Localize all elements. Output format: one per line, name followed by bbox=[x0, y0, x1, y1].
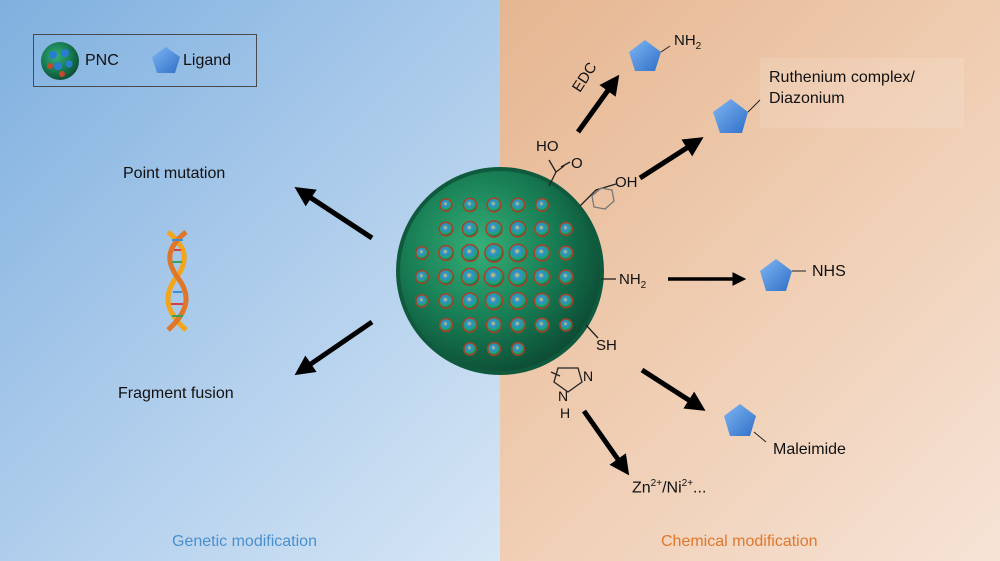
capsomer bbox=[533, 268, 551, 286]
capsomer bbox=[439, 198, 453, 212]
amine-group-label: NH2 bbox=[619, 271, 647, 291]
pentagon-ligand-icon bbox=[724, 404, 756, 436]
capsomer bbox=[533, 292, 551, 310]
capsomer bbox=[534, 317, 550, 333]
legend-pnc-icon bbox=[41, 42, 79, 80]
capsomer bbox=[485, 220, 503, 238]
capsomer bbox=[414, 269, 430, 285]
legend: PNC Ligand bbox=[33, 34, 257, 87]
capsomer bbox=[460, 267, 480, 287]
capsomer bbox=[486, 341, 502, 357]
thiol-sh-label: SH bbox=[596, 337, 617, 354]
arrow-maleimide bbox=[640, 367, 706, 411]
pentagon-ligand-icon bbox=[760, 259, 792, 291]
capsomer bbox=[437, 268, 455, 286]
ruthenium-highlight-box bbox=[760, 58, 964, 128]
carboxyl-o-label: O bbox=[571, 155, 583, 172]
legend-pnc-label: PNC bbox=[85, 52, 119, 69]
capsomer bbox=[461, 220, 479, 238]
genetic-modification-caption: Genetic modification bbox=[172, 533, 317, 550]
capsomer bbox=[461, 292, 479, 310]
capsomer bbox=[511, 342, 525, 356]
capsomer bbox=[462, 197, 478, 213]
capsomer bbox=[463, 342, 477, 356]
capsomer bbox=[486, 197, 502, 213]
nhs-label: NHS bbox=[812, 263, 846, 280]
capsomer bbox=[484, 243, 504, 263]
capsomer bbox=[462, 317, 478, 333]
imidazole-nh-n-label: N bbox=[558, 388, 569, 404]
capsomer bbox=[484, 291, 504, 311]
imidazole-h-label: H bbox=[560, 405, 571, 421]
hydroxyl-oh-label: OH bbox=[615, 174, 638, 191]
capsomer bbox=[558, 245, 574, 261]
capsomer bbox=[483, 266, 505, 288]
capsomer bbox=[509, 220, 527, 238]
capsomer bbox=[460, 243, 480, 263]
arrow-fragment-fusion bbox=[294, 319, 374, 376]
capsomer bbox=[534, 197, 550, 213]
capsomer bbox=[485, 316, 503, 334]
capsomer bbox=[438, 293, 454, 309]
capsomer bbox=[508, 267, 528, 287]
legend-ligand-icon bbox=[152, 47, 180, 73]
capsomer bbox=[438, 317, 454, 333]
capsomer bbox=[508, 291, 528, 311]
capsomer bbox=[534, 221, 550, 237]
amine-group-top: NH2 bbox=[674, 32, 702, 52]
metal-ions-label: Zn2+/Ni2+... bbox=[632, 478, 707, 497]
fragment-fusion-label: Fragment fusion bbox=[118, 385, 234, 402]
legend-ligand-label: Ligand bbox=[183, 52, 232, 69]
functional-group-bonds bbox=[548, 159, 617, 393]
dna-icon bbox=[165, 230, 189, 332]
capsomer bbox=[558, 293, 574, 309]
pnc-particle bbox=[396, 167, 604, 375]
arrow-edc bbox=[575, 74, 620, 134]
capsomer bbox=[510, 197, 526, 213]
ruthenium-label-line2: Diazonium bbox=[769, 90, 845, 107]
capsomer bbox=[415, 246, 429, 260]
arrow-ruthenium bbox=[638, 137, 704, 181]
capsomer bbox=[559, 318, 573, 332]
capsomer bbox=[508, 243, 528, 263]
ruthenium-label-line1: Ruthenium complex/ bbox=[769, 69, 915, 86]
arrow-metal-ions bbox=[581, 409, 630, 476]
carboxyl-ho-label: HO bbox=[536, 138, 559, 155]
pentagon-ligand-icon bbox=[629, 40, 661, 71]
maleimide-label: Maleimide bbox=[773, 441, 846, 458]
imidazole-n-label: N bbox=[583, 368, 594, 384]
capsomer bbox=[415, 294, 429, 308]
capsomer bbox=[437, 244, 455, 262]
capsomer bbox=[438, 221, 454, 237]
arrow-point-mutation bbox=[294, 187, 374, 241]
capsomer bbox=[533, 244, 551, 262]
capsomer bbox=[509, 316, 527, 334]
point-mutation-label: Point mutation bbox=[123, 165, 226, 182]
capsomer bbox=[558, 269, 574, 285]
pentagon-ligand-icon bbox=[713, 99, 748, 133]
chemical-modification-caption: Chemical modification bbox=[661, 533, 818, 550]
capsomer bbox=[558, 221, 574, 237]
